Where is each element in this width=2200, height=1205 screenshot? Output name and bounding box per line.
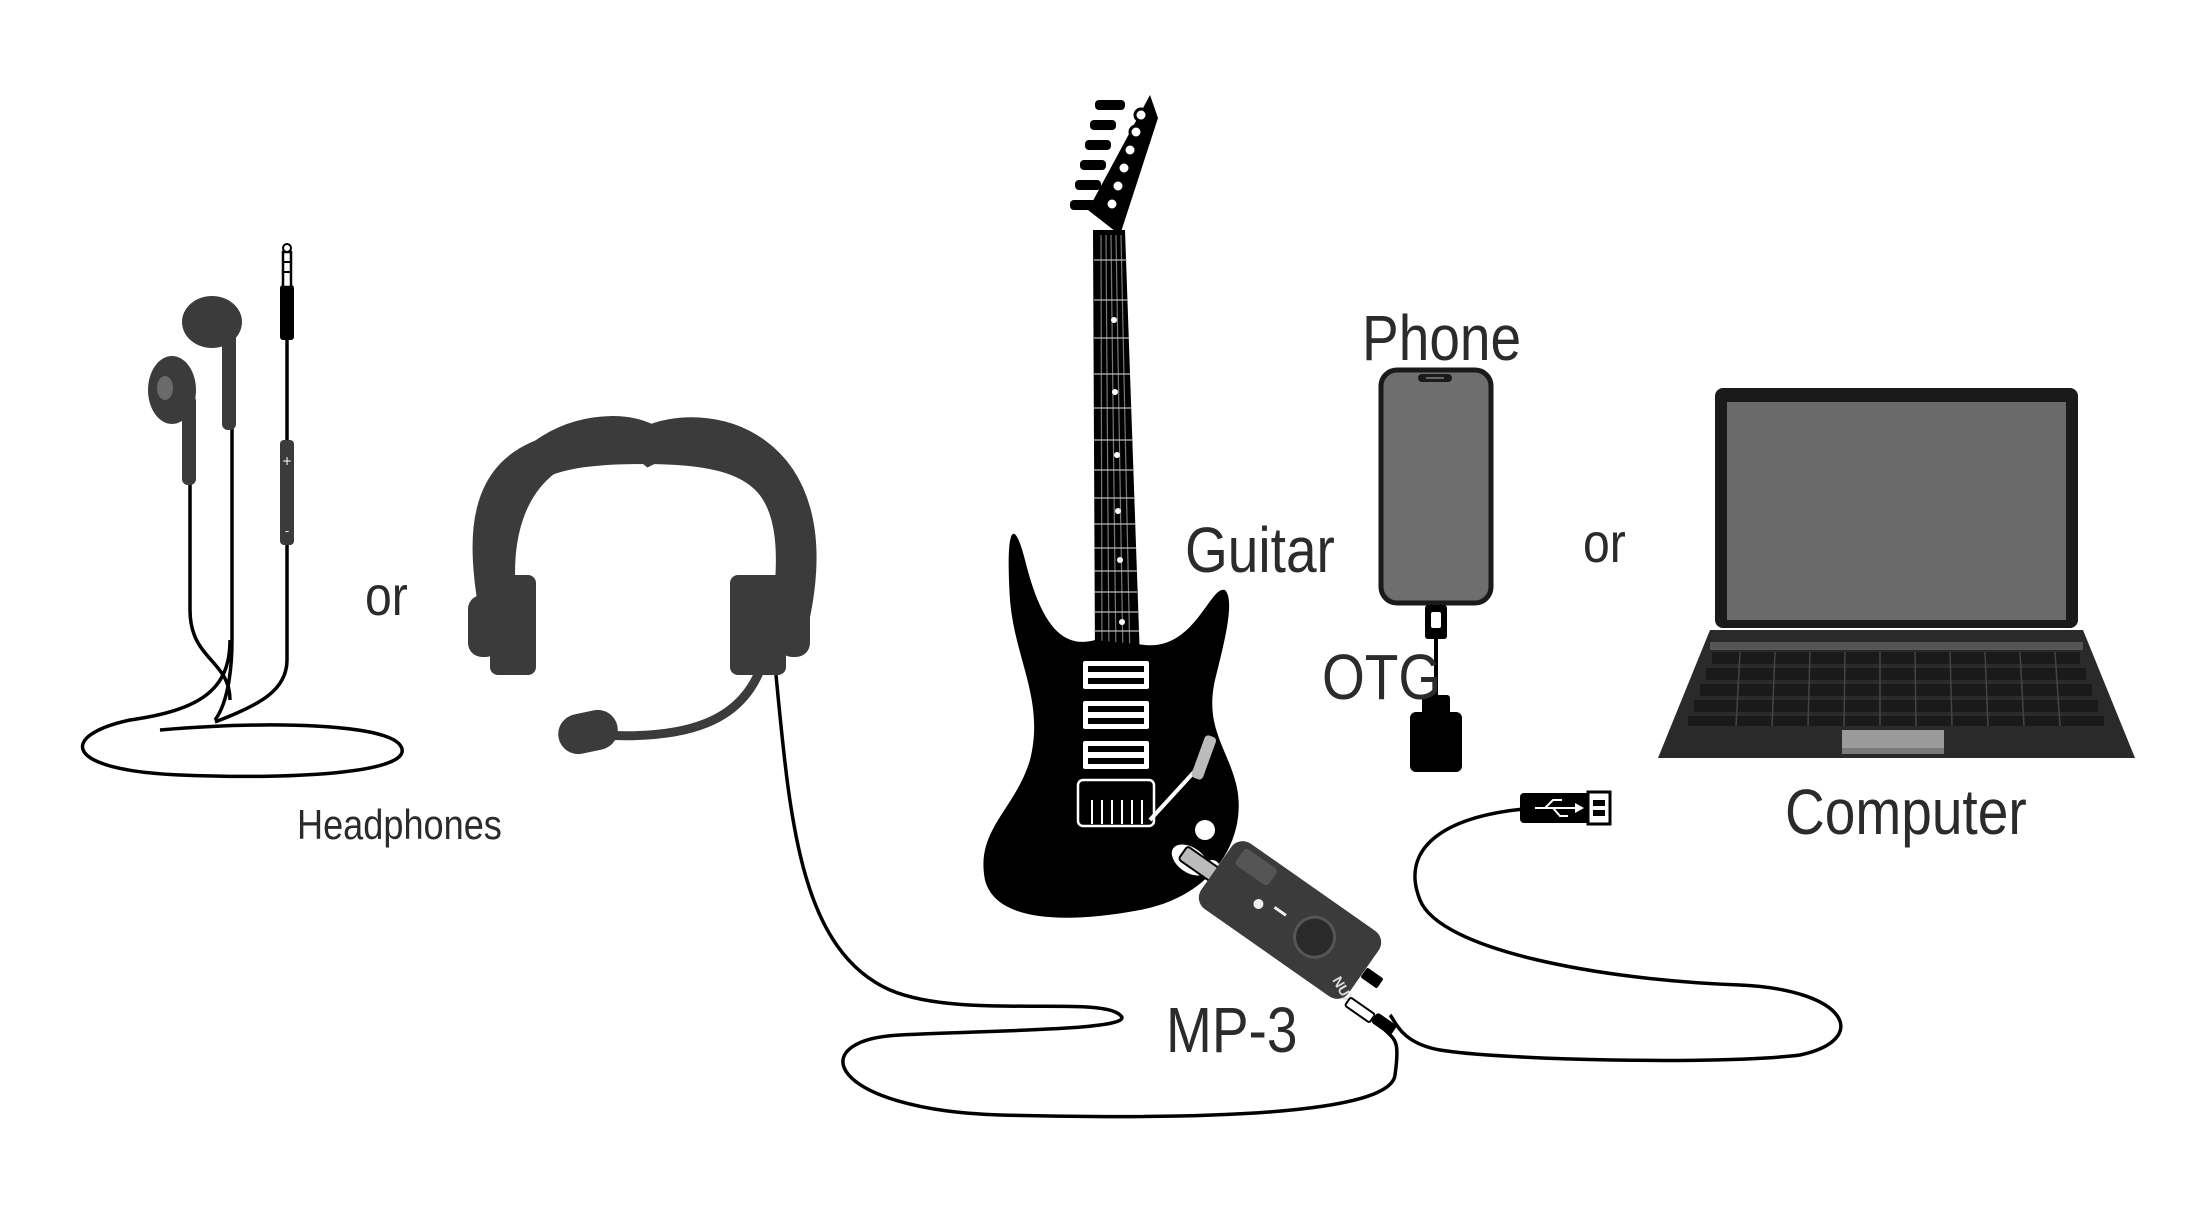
headphones-label: Headphones	[297, 801, 502, 848]
or-label-right: or	[1583, 511, 1626, 574]
usb-plug-icon	[1388, 790, 1843, 1063]
guitar-label: Guitar	[1185, 514, 1335, 586]
computer-label: Computer	[1785, 776, 2027, 848]
otg-label: OTG	[1322, 641, 1442, 713]
phone-icon	[1378, 367, 1494, 606]
headset-icon	[468, 416, 1399, 1119]
guitar-icon	[983, 95, 1239, 918]
otg-adapter-icon	[1410, 605, 1462, 772]
laptop-icon	[1658, 388, 2135, 758]
mp3-label: MP-3	[1166, 994, 1298, 1066]
svg-text:-: -	[285, 524, 289, 538]
svg-text:+: +	[282, 454, 292, 468]
earphones-icon: + -	[80, 243, 404, 779]
mp3-amplifier-icon: NUX	[1168, 841, 1397, 1035]
or-label-left: or	[365, 564, 408, 627]
phone-label: Phone	[1362, 302, 1522, 374]
